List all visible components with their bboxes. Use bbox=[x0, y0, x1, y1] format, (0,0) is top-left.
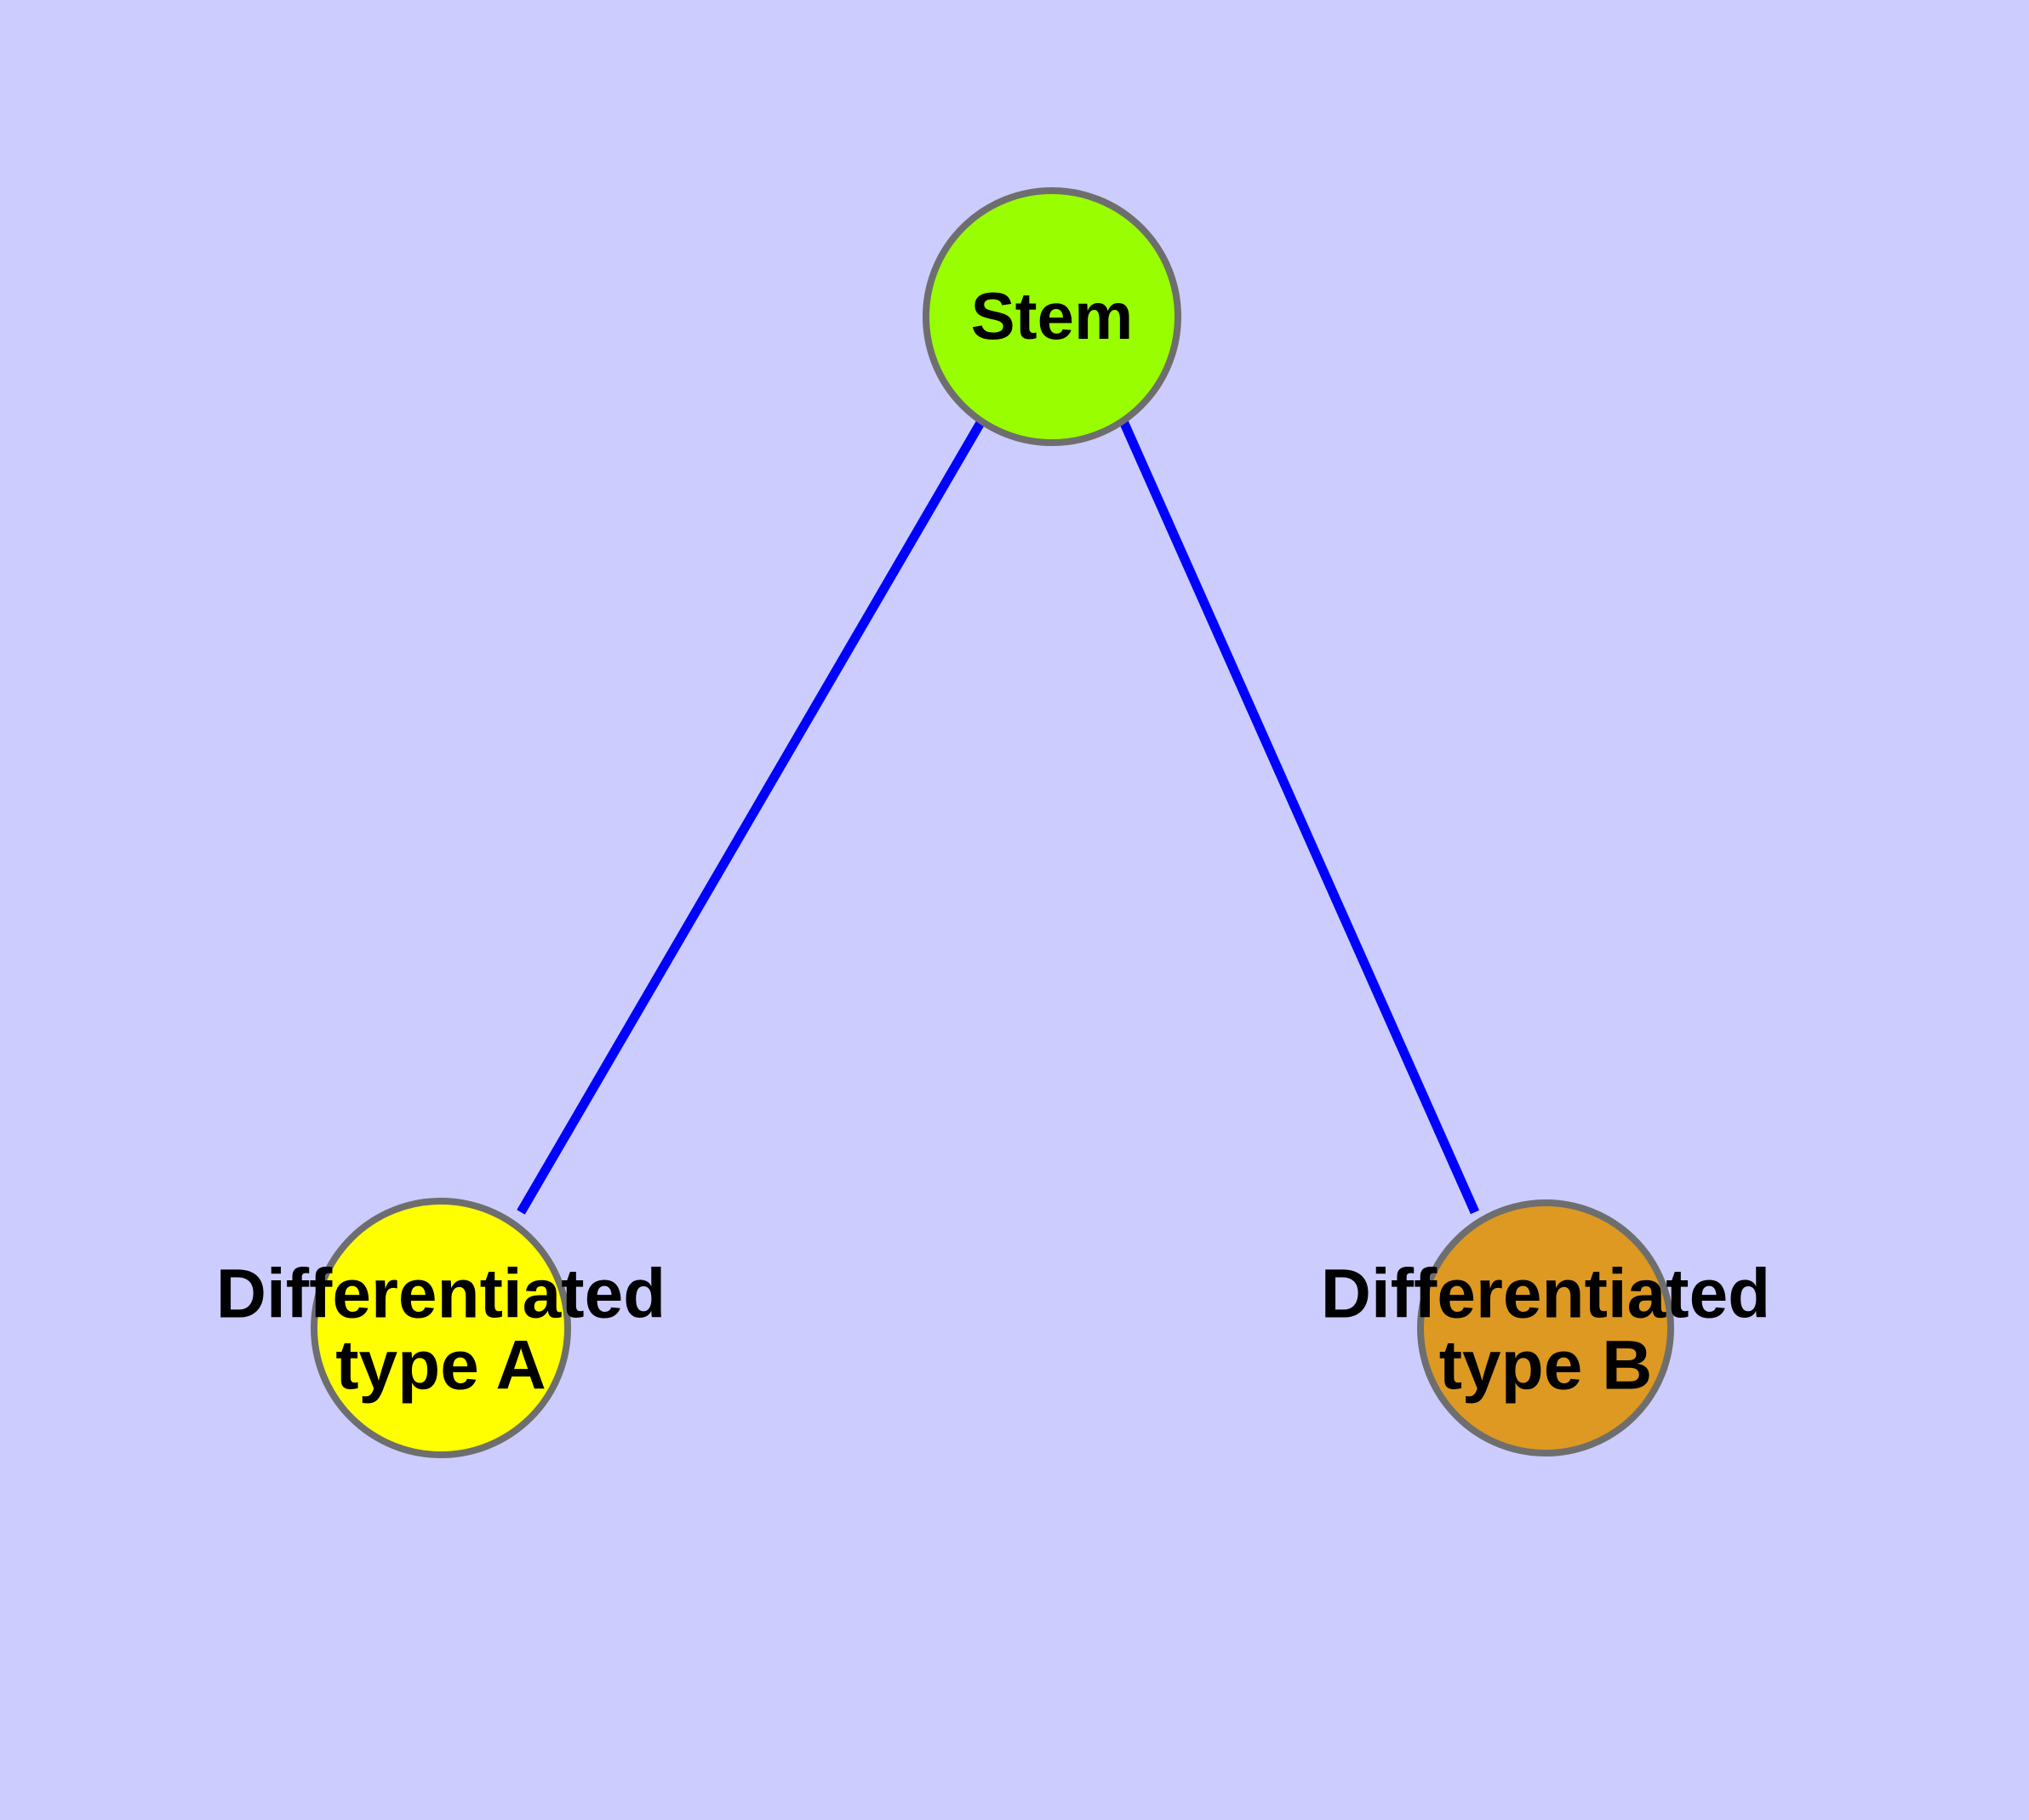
graph-edge-stem-to-diff-a bbox=[517, 419, 986, 1215]
edges-group bbox=[517, 419, 1480, 1215]
graph-node-diff-a[interactable] bbox=[311, 1198, 571, 1458]
graph-node-stem[interactable] bbox=[923, 187, 1181, 446]
graph-node-diff-b[interactable] bbox=[1417, 1199, 1674, 1457]
graph-edge-stem-to-diff-b bbox=[1118, 419, 1480, 1215]
nodes-group bbox=[311, 187, 1674, 1458]
